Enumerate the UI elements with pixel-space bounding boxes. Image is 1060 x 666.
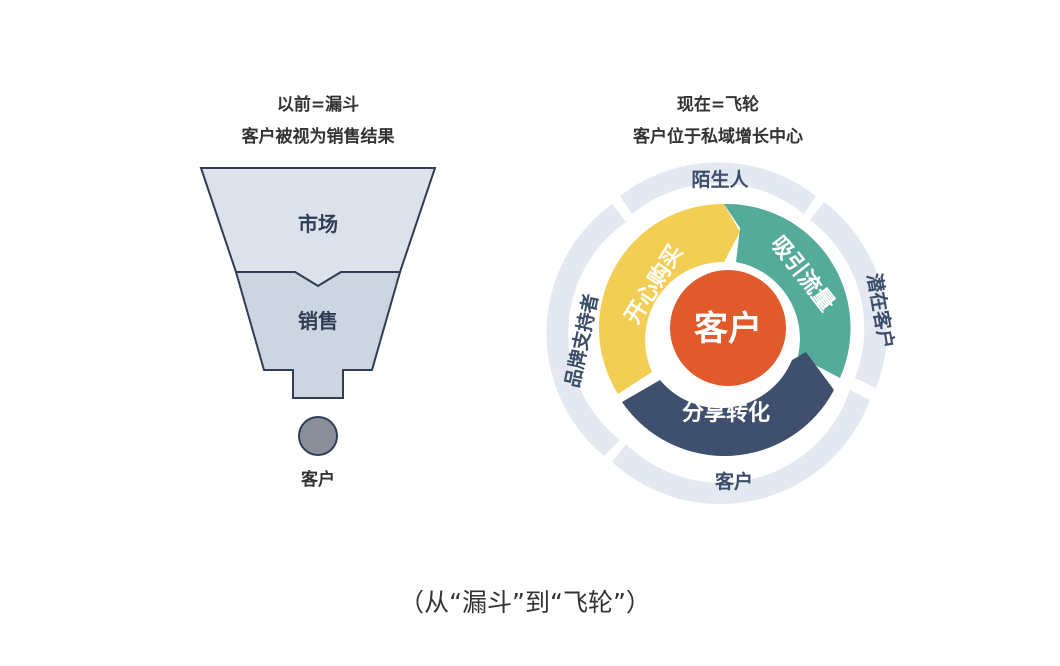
stranger-label: 陌生人 xyxy=(691,168,749,191)
share-convert-arrow xyxy=(622,352,834,457)
flywheel-title: 现在=飞轮 xyxy=(677,94,759,115)
share-convert-label: 分享转化 xyxy=(682,400,770,426)
funnel-diagram: 以前=漏斗 客户被视为销售结果 市场 销售 客户 xyxy=(199,94,437,490)
outer-ring-top-segment xyxy=(620,162,816,214)
outer-ring-bottom-segment xyxy=(612,390,870,505)
happy-purchase-arrow xyxy=(598,203,740,394)
center-customer-label: 客户 xyxy=(694,309,762,349)
funnel-market-label: 市场 xyxy=(298,212,338,236)
ring-customer-label: 客户 xyxy=(715,470,753,493)
funnel-subtitle: 客户被视为销售结果 xyxy=(241,126,395,147)
flywheel-diagram: 现在=飞轮 客户位于私域增长中心 客户 吸引流量 分享转化 开心购买 陌生人 潜… xyxy=(546,94,898,505)
funnel-customer-label: 客户 xyxy=(300,469,335,490)
funnel-sales-label: 销售 xyxy=(298,309,338,333)
attract-traffic-arrow xyxy=(724,203,851,378)
outer-ring-left-segment xyxy=(546,204,626,456)
caption: （从“漏斗”到“飞轮”） xyxy=(399,588,651,617)
funnel-sales-section xyxy=(234,271,402,399)
center-customer-circle xyxy=(666,266,790,390)
outer-ring-right-segment xyxy=(810,202,888,388)
flywheel-subtitle: 客户位于私域增长中心 xyxy=(632,126,803,147)
customer-ball-icon xyxy=(298,416,338,456)
outer-ring xyxy=(546,162,888,505)
funnel-title: 以前=漏斗 xyxy=(277,94,359,115)
